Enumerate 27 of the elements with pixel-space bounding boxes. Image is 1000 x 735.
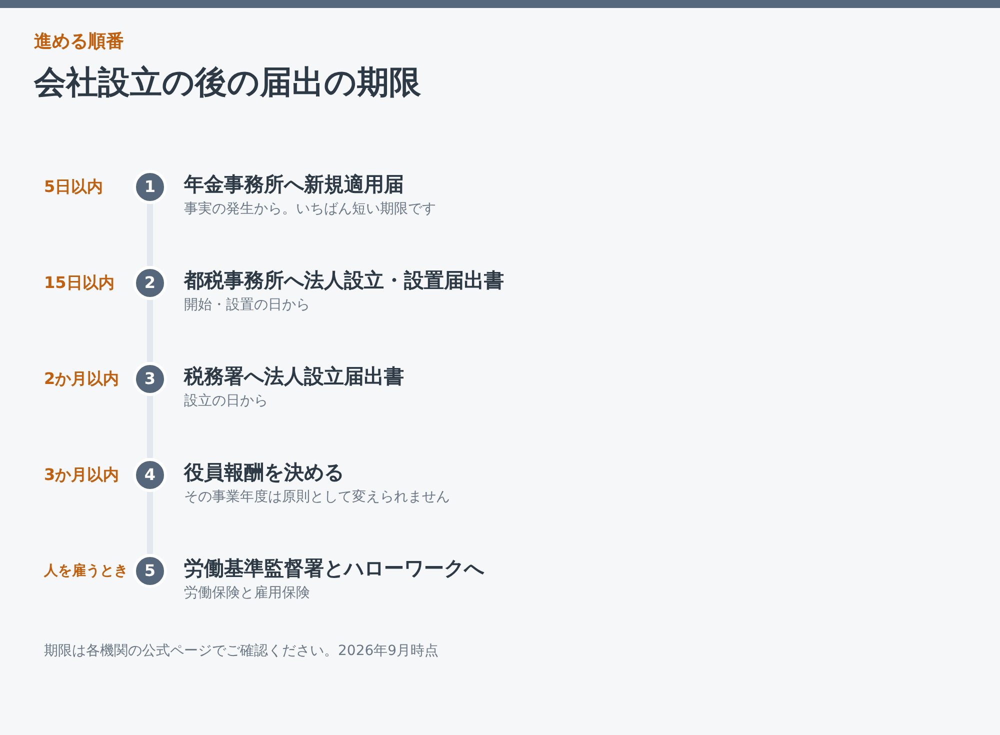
deadline-label: 2か月以内 [44,368,120,390]
timeline-connector [147,396,153,458]
step-note: 開始・設置の日から [184,296,310,314]
footnote: 期限は各機関の公式ページでご確認ください。2026年9月時点 [44,642,439,661]
eyebrow-label: 進める順番 [34,30,124,54]
title: 会社設立の後の届出の期限 [34,62,421,103]
step-number-circle: 5 [133,554,167,588]
timeline-connector [147,300,153,362]
timeline-connector [147,492,153,554]
step-title: 役員報酬を決める [184,459,344,485]
step-note: 労働保険と雇用保険 [184,584,310,602]
timeline-connector [147,204,153,266]
step-title: 年金事務所へ新規適用届 [184,171,404,197]
step-number-circle: 2 [133,266,167,300]
step-number-circle: 4 [133,458,167,492]
step-title: 都税事務所へ法人設立・設置届出書 [184,267,504,293]
step-number-circle: 3 [133,362,167,396]
deadline-label: 15日以内 [44,272,114,294]
deadline-label: 5日以内 [44,176,104,198]
step-note: その事業年度は原則として変えられません [184,488,450,506]
deadline-label: 人を雇うとき [44,562,128,581]
step-title: 税務署へ法人設立届出書 [184,363,404,389]
step-note: 設立の日から [184,392,268,410]
step-note: 事実の発生から。いちばん短い期限です [184,200,436,218]
step-title: 労働基準監督署とハローワークへ [184,555,484,581]
deadline-label: 3か月以内 [44,464,120,486]
step-number-circle: 1 [133,170,167,204]
